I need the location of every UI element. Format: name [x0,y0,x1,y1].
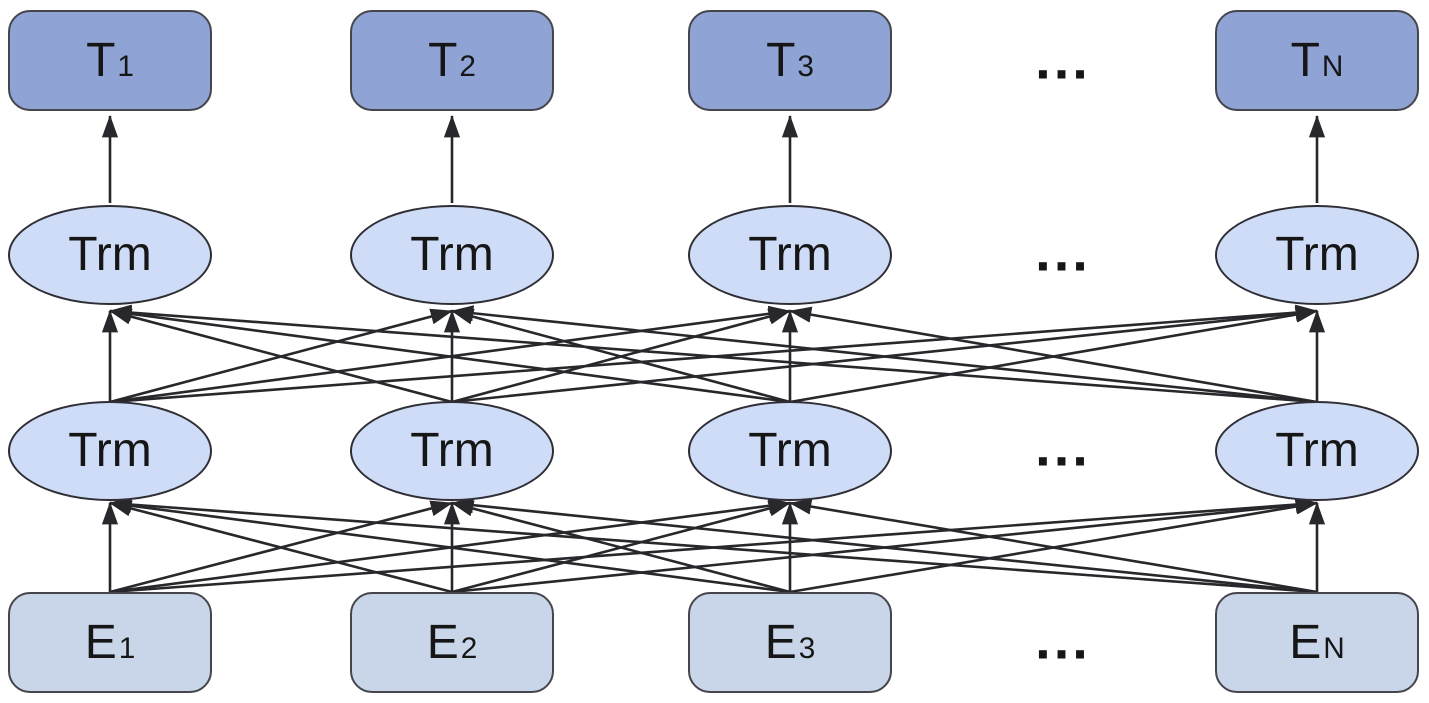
input-embedding-subscript: N [1323,632,1345,666]
input-embedding-label: E [84,615,117,669]
input-embedding-label: E [1289,615,1322,669]
transformer-lower-n: Trm [1215,401,1419,501]
connection-arrow [108,500,453,594]
connection-arrow [450,500,791,594]
trm-label: Trm [748,228,832,281]
trm-label: Trm [68,424,152,477]
transformer-lower-2: Trm [350,401,554,501]
connection-arrow [450,308,791,404]
upper-trm-row-ellipsis: ... [1035,219,1091,283]
connection-arrow [108,308,453,404]
trm-label: Trm [410,424,494,477]
trm-label: Trm [748,424,832,477]
connection-arrow [788,306,1318,404]
output-token-subscript: 3 [797,50,814,84]
output-token-subscript: 2 [459,50,476,84]
connection-arrow [788,498,1318,594]
connection-arrow [108,496,1318,594]
output-token-label: T [86,33,116,87]
trm-label: Trm [1275,228,1359,281]
trm-label: Trm [1275,424,1359,477]
input-embedding-subscript: 3 [798,632,816,666]
output-token-label: T [428,33,458,87]
transformer-lower-3: Trm [688,401,892,501]
transformer-upper-1: Trm [8,205,212,305]
input-embedding-subscript: 1 [118,632,136,666]
transformer-lower-1: Trm [8,401,212,501]
connection-arrow [108,305,791,404]
lower-trm-row-ellipsis: ... [1035,414,1091,478]
transformer-upper-3: Trm [688,205,892,305]
transformer-upper-2: Trm [350,205,554,305]
trm-label: Trm [68,228,152,281]
output-token-label: T [766,33,796,87]
connection-arrow [108,497,791,594]
output-token-subscript: N [1321,50,1344,84]
input-embedding-label: E [764,615,797,669]
trm-label: Trm [410,228,494,281]
connection-arrow [108,304,1318,404]
input-row-ellipsis: ... [1035,607,1091,671]
output-row-ellipsis: ... [1035,27,1091,91]
output-token-label: T [1290,33,1320,87]
connection-arrow [450,305,1318,404]
connection-arrow [450,497,1318,594]
input-embedding-subscript: 2 [460,632,478,666]
transformer-upper-n: Trm [1215,205,1419,305]
output-token-subscript: 1 [117,50,134,84]
input-embedding-label: E [426,615,459,669]
